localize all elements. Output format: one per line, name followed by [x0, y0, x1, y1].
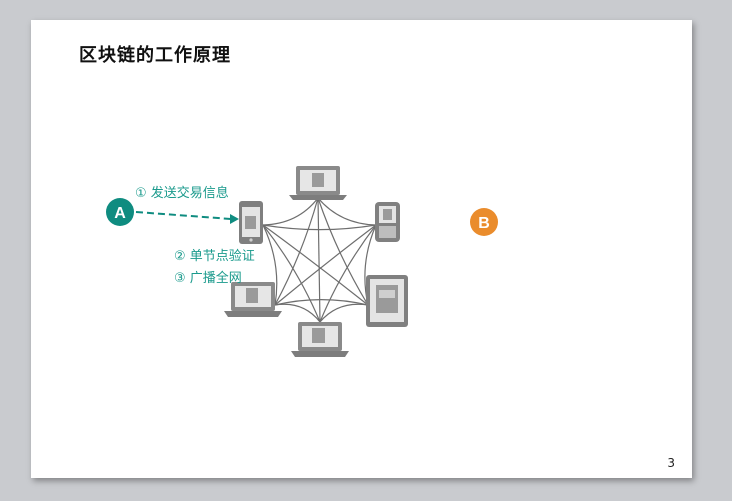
mesh-link — [262, 224, 321, 323]
mesh-link — [317, 197, 377, 226]
step3-label: ③ 广播全网 — [174, 271, 242, 286]
node-b: B — [470, 208, 498, 236]
mesh-link — [317, 197, 321, 323]
node-b-label: B — [478, 215, 490, 232]
mesh-link — [274, 299, 369, 306]
mesh-link — [317, 197, 369, 306]
laptop-left-node — [224, 282, 282, 317]
mesh-link — [319, 303, 369, 323]
phone-node — [239, 201, 263, 244]
send-arrow — [135, 211, 239, 224]
tablet-node — [366, 275, 408, 327]
network-mesh — [262, 197, 377, 323]
smartphone-keyboard-node — [375, 202, 400, 242]
page-number: 3 — [667, 456, 675, 470]
laptop-top-node — [289, 166, 347, 200]
mesh-link — [262, 224, 377, 231]
step1-label: ① 发送交易信息 — [135, 186, 229, 201]
laptop-bottom-node — [291, 322, 349, 357]
node-a: A — [106, 198, 134, 226]
mesh-link — [274, 224, 377, 306]
network-diagram: A B — [106, 166, 498, 357]
slide-title: 区块链的工作原理 — [79, 45, 231, 66]
node-a-label: A — [114, 205, 126, 222]
mesh-link — [262, 197, 319, 226]
mesh-link — [274, 197, 319, 306]
mesh-link — [274, 303, 321, 323]
mesh-link — [262, 224, 369, 306]
mesh-link — [262, 224, 278, 306]
step2-label: ② 单节点验证 — [174, 249, 255, 264]
mesh-link — [319, 224, 377, 323]
slide: 区块链的工作原理 — [31, 20, 692, 478]
